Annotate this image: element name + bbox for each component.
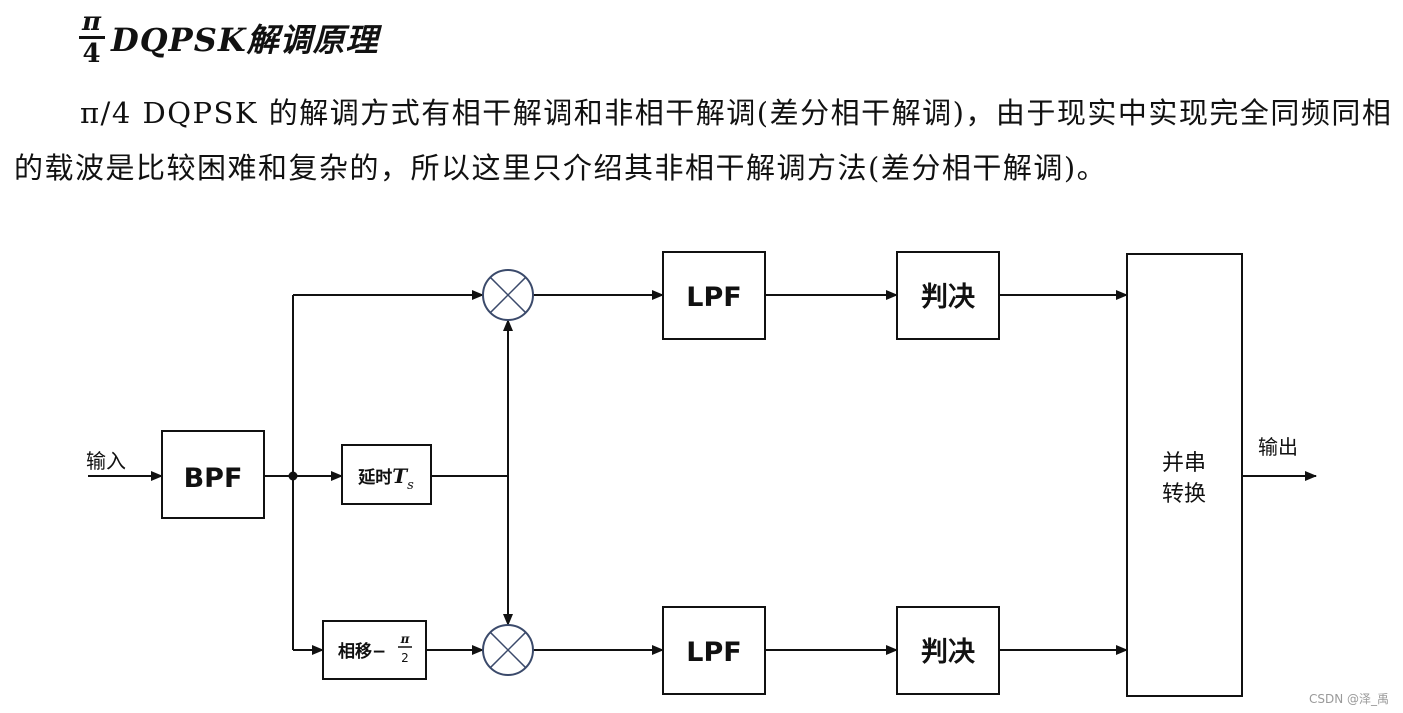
top-lpf-box	[662, 251, 766, 340]
intro-paragraph: π/4 DQPSK 的解调方式有相干解调和非相干解调(差分相干解调)，由于现实中…	[14, 96, 1393, 185]
top-decision-label: 判决	[921, 282, 976, 313]
output-label: 输出	[1258, 435, 1298, 459]
section-heading: π 4 DQPSK解调原理	[78, 0, 379, 76]
bottom-lpf-box	[662, 606, 766, 695]
csdn-watermark: CSDN @泽_禹	[1308, 692, 1389, 706]
parallel-serial-box	[1126, 253, 1243, 697]
delay-subscript: s	[407, 478, 414, 493]
phase-label-prefix: 相移−	[338, 641, 386, 662]
delay-symbol: T	[392, 464, 409, 488]
fraction-numerator: π	[82, 6, 102, 37]
bottom-mixer	[482, 624, 534, 676]
bpf-box	[161, 430, 265, 519]
bpf-label: BPF	[184, 463, 243, 494]
fraction-bar	[78, 35, 105, 39]
heading-title: DQPSK解调原理	[111, 21, 379, 59]
fraction-denominator: 4	[82, 38, 101, 69]
top-mixer	[482, 269, 534, 321]
pi-over-4-fraction: π 4	[78, 8, 105, 69]
bottom-decision-label: 判决	[921, 637, 976, 668]
parallel-serial-label-line1: 并串	[1162, 451, 1206, 476]
junction-dot	[288, 471, 298, 481]
phase-shift-box	[322, 620, 427, 680]
top-lpf-label: LPF	[686, 282, 741, 313]
phase-fraction-denominator: 2	[401, 651, 409, 665]
delay-box	[341, 444, 432, 505]
bottom-lpf-label: LPF	[686, 637, 741, 668]
signal-lines	[88, 290, 1317, 655]
bottom-decision-box	[896, 606, 1000, 695]
parallel-serial-label-line2: 转换	[1162, 482, 1206, 507]
delay-label-prefix: 延时	[357, 467, 392, 488]
top-decision-box	[896, 251, 1000, 340]
delay-label: 延时Ts	[357, 464, 414, 493]
input-label: 输入	[86, 449, 126, 473]
phase-fraction-numerator: π	[400, 632, 410, 646]
